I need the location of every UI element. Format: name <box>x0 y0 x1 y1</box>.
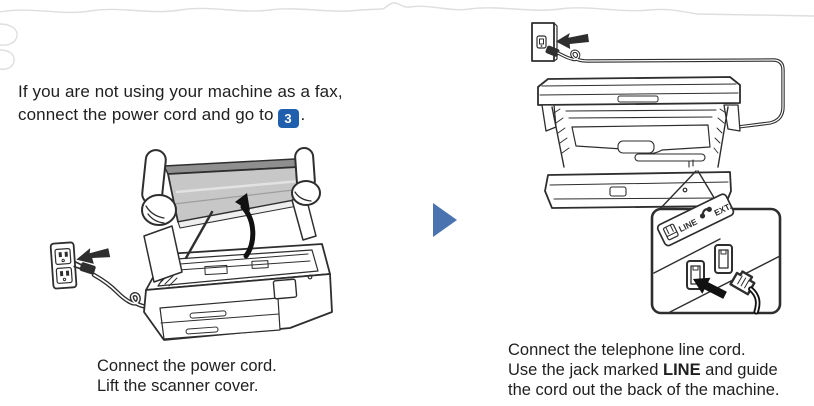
line-jack-emphasis: LINE <box>662 361 701 379</box>
jack-location-marks <box>689 160 693 167</box>
printer-body <box>538 77 740 208</box>
jack-label-plate: LINE EXT. <box>656 193 734 247</box>
control-panel-screen <box>273 279 296 299</box>
right-hand <box>292 147 320 205</box>
caption-right-line-1: Connect the telephone line cord. <box>508 341 746 359</box>
push-arrow-icon <box>76 248 111 264</box>
figure-telephone-cord: LINE EXT. <box>490 15 814 335</box>
caption-right-line-3: the cord out the back of the machine. <box>508 381 780 399</box>
left-hand <box>141 149 176 225</box>
curved-lift-arrow <box>235 193 253 256</box>
callout-box: LINE EXT. <box>652 193 780 313</box>
rj11-plug-icon <box>725 270 770 312</box>
ext-jack-socket <box>715 245 732 273</box>
figure-power-cord <box>40 140 360 360</box>
power-cord <box>72 260 155 308</box>
caption-left-line-1: Connect the power cord. <box>97 357 277 375</box>
phone-handset-icon <box>699 206 712 219</box>
cover-support-rod <box>186 212 212 258</box>
caption-left-line-2: Lift the scanner cover. <box>97 377 259 395</box>
intro-line-1: If you are not using your machine as a f… <box>18 82 343 101</box>
push-arrow-icon <box>555 32 590 50</box>
printer-body <box>144 244 332 340</box>
caption-right: Connect the telephone line cord. Use the… <box>508 340 780 400</box>
intro-text: If you are not using your machine as a f… <box>18 80 343 128</box>
power-outlet-icon <box>50 242 76 288</box>
flow-arrow-icon <box>433 203 457 237</box>
step-3-badge: 3 <box>277 109 299 128</box>
caption-right-line-2: Use the jack marked LINE and guide <box>508 361 778 379</box>
line-jack-icon <box>663 224 679 241</box>
caption-left: Connect the power cord. Lift the scanner… <box>97 356 277 396</box>
telephone-cord <box>545 45 783 127</box>
insert-arrow-icon <box>693 277 727 299</box>
